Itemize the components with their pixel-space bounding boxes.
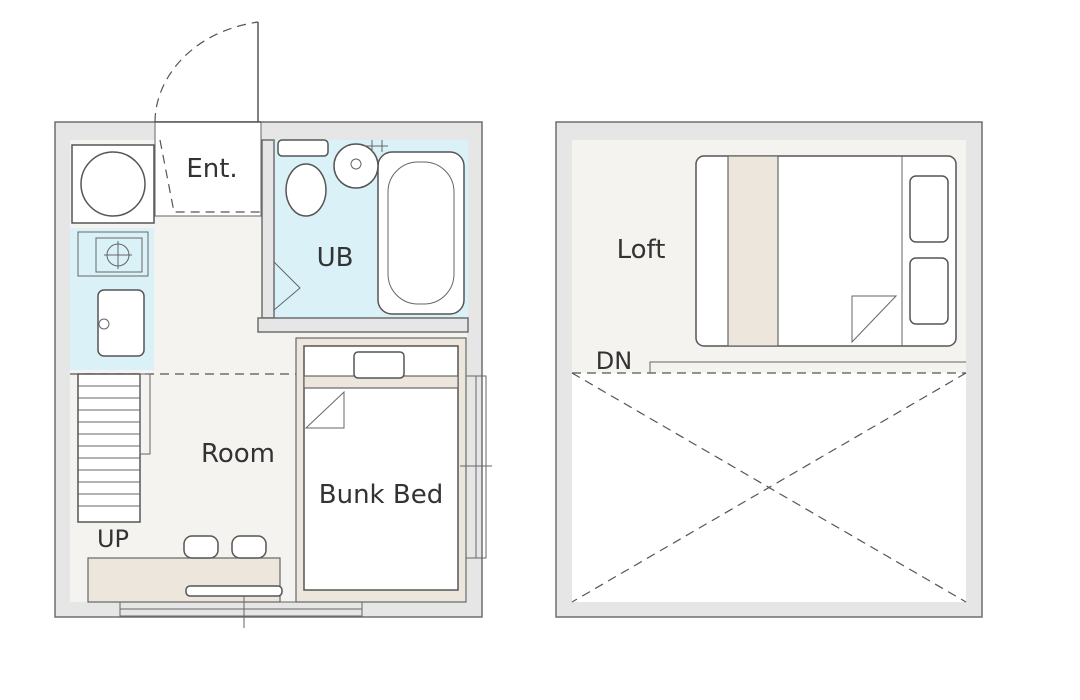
void-cross-b [571,372,967,603]
bunk-bed-pillow [353,351,405,379]
loft-bed-band [727,155,779,347]
toilet-tank [277,139,329,157]
loft-blanket-fold [851,295,898,344]
kitchen-sink [97,289,145,357]
bathtub [377,151,465,315]
faucet-icon [366,140,388,152]
bathtub-basin [387,161,455,305]
bathroom-wall-bottom [257,317,469,333]
stair-treads [78,385,140,507]
room-label: Room [201,439,275,469]
stairs-up-label: UP [97,525,129,553]
entrance-door-swing [154,21,259,123]
chair-left [183,535,219,559]
desk-shelf [185,585,283,597]
loft-pillow-top [909,175,949,243]
washing-machine-icon [80,151,146,217]
stairs-down-label: DN [596,347,632,375]
loft-floor-plan: Loft DN [555,121,983,618]
stove [77,231,149,277]
bathroom-wall-left [261,139,275,319]
stove-plate [95,237,143,273]
loft-label: Loft [617,235,666,265]
main-floor-plan: Ent. UB Room Bunk Bed UP [54,21,492,628]
bathroom-door [273,261,301,311]
wash-basin-icon [333,143,379,189]
bathroom-label: UB [317,243,354,273]
chair-right [231,535,267,559]
entrance-area [154,121,262,217]
bunk-bed-label: Bunk Bed [319,480,443,510]
loft-pillow-bottom [909,257,949,325]
stairs [77,373,141,523]
toilet-icon [285,163,327,217]
entrance-label: Ent. [186,154,237,184]
bunk-bed-blanket-fold [304,390,345,429]
stair-rail [139,373,151,455]
stairs-top-rail [649,361,966,373]
sink-drain-icon [98,318,110,330]
